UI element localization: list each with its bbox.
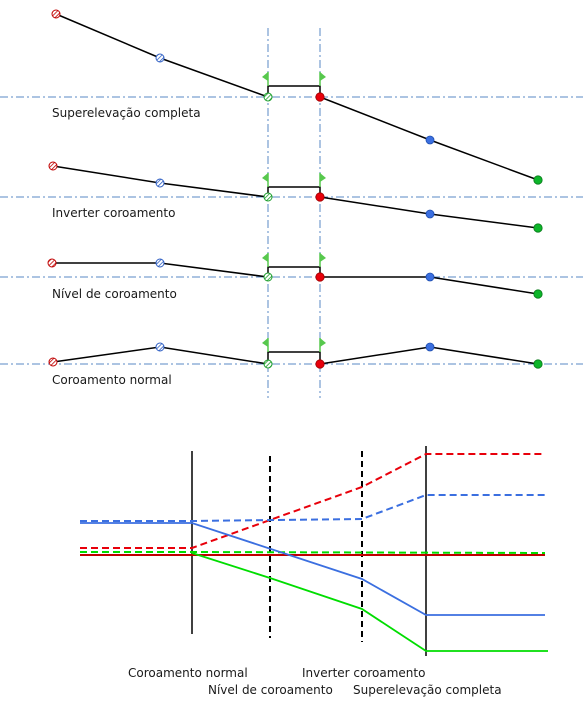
stage-label: Inverter coroamento <box>52 206 175 220</box>
flag-icon <box>262 72 269 86</box>
stage-full-superelevation: Superelevação completa <box>51 9 543 185</box>
flag-icon <box>319 338 326 352</box>
blue-point <box>425 135 435 145</box>
flag-icon <box>319 72 326 86</box>
hatched-red-point <box>48 357 58 367</box>
blue-point <box>425 272 435 282</box>
hatched-green-point <box>263 272 273 282</box>
flag-icon <box>319 253 326 267</box>
hatched-green-point <box>263 359 273 369</box>
red-point <box>315 272 325 282</box>
flag-icon <box>319 173 326 187</box>
red-point <box>315 192 325 202</box>
stage-label-full: Superelevação completa <box>353 683 502 697</box>
stage-label: Nível de coroamento <box>52 287 177 301</box>
green-point <box>533 223 543 233</box>
stage-label-normal: Coroamento normal <box>128 666 248 680</box>
flag-icon <box>262 253 269 267</box>
flag-icon <box>262 338 269 352</box>
green-point <box>533 359 543 369</box>
flag-icon <box>262 173 269 187</box>
green-solid-line <box>191 552 548 652</box>
cross-section-panel: Superelevação completa Inverter coroamen… <box>0 9 583 398</box>
hatched-red-point <box>47 258 57 268</box>
hatched-red-point <box>48 161 58 171</box>
hatched-blue-point <box>155 342 165 352</box>
green-point <box>533 175 543 185</box>
hatched-red-point <box>51 9 61 19</box>
hatched-blue-point <box>155 53 165 63</box>
blue-dashed-line <box>80 494 545 522</box>
red-dashed-line <box>80 453 545 549</box>
stage-normal-crown: Coroamento normal <box>48 338 543 387</box>
green-point <box>533 289 543 299</box>
stage-level-crown: Nível de coroamento <box>47 253 543 301</box>
stage-reverse-crown: Inverter coroamento <box>48 161 543 233</box>
transition-diagram: Coroamento normal Nível de coroamento In… <box>80 446 548 697</box>
blue-point <box>425 209 435 219</box>
hatched-green-point <box>263 92 273 102</box>
stage-label: Superelevação completa <box>52 106 201 120</box>
stage-label-level: Nível de coroamento <box>208 683 333 697</box>
red-point <box>315 359 325 369</box>
hatched-blue-point <box>155 258 165 268</box>
blue-solid-line <box>80 522 545 616</box>
hatched-green-point <box>263 192 273 202</box>
green-dashed-line <box>80 551 546 554</box>
stage-label-invert: Inverter coroamento <box>302 666 425 680</box>
red-point <box>315 92 325 102</box>
stage-label: Coroamento normal <box>52 373 172 387</box>
blue-point <box>425 342 435 352</box>
hatched-blue-point <box>155 178 165 188</box>
